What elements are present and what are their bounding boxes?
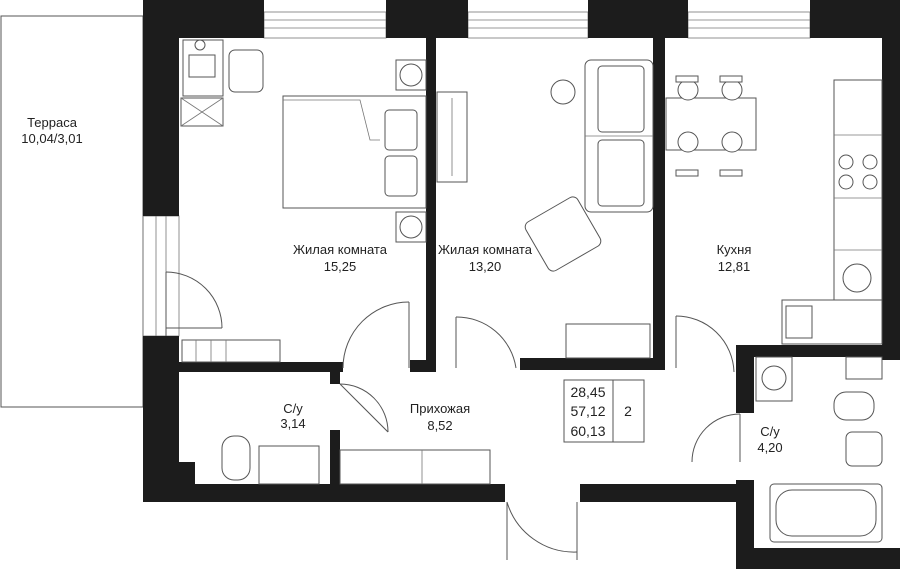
living1-area: 15,25 <box>324 259 357 274</box>
hall-wardrobe <box>339 449 491 485</box>
wall-bottom-left <box>143 484 505 502</box>
wall-left-lower <box>143 336 179 502</box>
kitchen-counter <box>833 79 883 301</box>
side-table <box>550 79 576 105</box>
wall-bath2-outer <box>736 548 900 569</box>
terrace <box>0 15 144 408</box>
bath2-sink <box>845 431 883 467</box>
living2-area: 13,20 <box>469 259 502 274</box>
summary-box <box>563 379 645 443</box>
wall-bath2-left-outer <box>736 502 754 569</box>
wall-bath1-right-low <box>330 430 340 484</box>
wall-mid-b <box>410 360 436 372</box>
summary-total-with-terrace: 60,13 <box>570 423 605 439</box>
terrace-area: 10,04/3,01 <box>21 131 82 146</box>
wall-partition-1 <box>426 38 436 368</box>
wall-bottom-mid <box>580 484 740 502</box>
wall-bath2-left-low <box>736 480 754 502</box>
wall-mid-c <box>520 358 665 370</box>
kitchen-name: Кухня <box>717 242 752 257</box>
wall-right <box>882 0 900 360</box>
hall-area: 8,52 <box>427 418 452 433</box>
wall-bath2-left <box>736 345 754 413</box>
bath1-area: 3,14 <box>280 416 305 431</box>
walls <box>143 0 900 569</box>
doors <box>165 271 741 560</box>
wall-bath2-top <box>736 345 900 357</box>
living2-furniture <box>436 59 654 359</box>
wall-bath1-box <box>179 462 195 484</box>
wall-mid-a <box>143 362 343 372</box>
wall-left-upper <box>143 0 179 216</box>
kitchen-area: 12,81 <box>718 259 751 274</box>
living1-furniture <box>180 39 427 363</box>
bath2-area: 4,20 <box>757 440 782 455</box>
hangers-2 <box>565 323 651 359</box>
washer <box>842 263 872 293</box>
bath2-toilet <box>833 391 875 421</box>
wall-partition-2 <box>653 38 665 368</box>
living1-name: Жилая комната <box>293 242 388 257</box>
room-labels: Терраса 10,04/3,01 Жилая комната 15,25 Ж… <box>21 115 782 455</box>
bath2-cabinet <box>845 356 883 380</box>
terrace-name: Терраса <box>27 115 78 130</box>
desk-chair <box>228 49 264 93</box>
living2-name: Жилая комната <box>438 242 533 257</box>
armchair <box>524 196 602 272</box>
stove-burner <box>838 154 854 170</box>
hall-bath-furniture <box>221 356 883 543</box>
kitchen-furniture <box>665 75 883 345</box>
bath1-name: С/у <box>283 401 303 416</box>
bath2-name: С/у <box>760 424 780 439</box>
hall-name: Прихожая <box>410 401 470 416</box>
hangers-1 <box>181 339 281 363</box>
summary-total-area: 57,12 <box>570 403 605 419</box>
bath1-sink <box>258 445 320 485</box>
summary-living-area: 28,45 <box>570 384 605 400</box>
wall-top-mid1 <box>386 0 468 38</box>
wall-bath1-right <box>330 372 340 384</box>
summary-room-count: 2 <box>624 403 632 419</box>
bath1-toilet <box>221 435 251 481</box>
wall-top-mid2 <box>588 0 688 38</box>
